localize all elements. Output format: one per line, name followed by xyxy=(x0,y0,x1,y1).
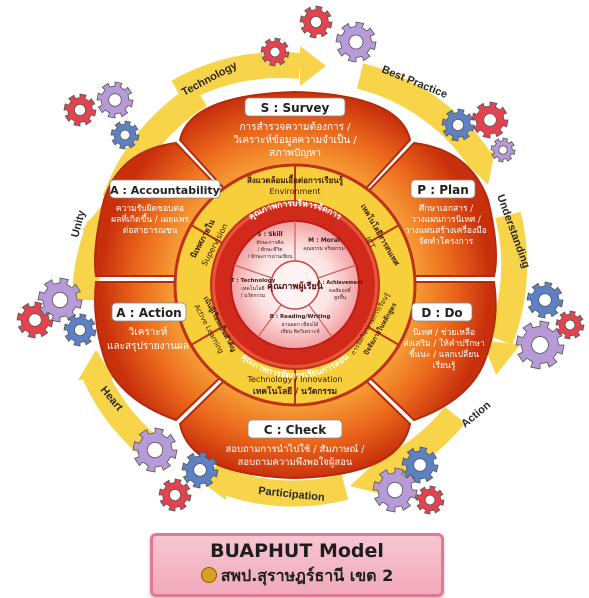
banner-subtitle-row: สพป.สุราษฎร์ธานี เขต 2 xyxy=(153,564,441,589)
ring-technology-th: เทคโนโลยี / นวัตกรรม xyxy=(253,386,337,397)
gear-icon xyxy=(299,5,333,39)
seg-skill-title: S : Skill xyxy=(257,231,282,238)
seg-moral-title: M : Moral xyxy=(308,237,340,244)
gear-icon xyxy=(490,137,516,163)
title-banner: BUAPHUT Model สพป.สุราษฎร์ธานี เขต 2 xyxy=(150,533,444,597)
plan-title-box xyxy=(410,179,476,199)
gear-icon xyxy=(37,277,83,323)
gear-icon xyxy=(260,37,290,67)
seg-technology-line-2: / นวัตกรรม xyxy=(241,293,265,299)
check-line-2: สอบถามความพึงพอใจผู้สอน xyxy=(238,456,353,468)
gear-cluster xyxy=(16,5,585,515)
gear-icon xyxy=(63,313,97,347)
center-label: คุณภาพผู้เรียน xyxy=(267,281,324,292)
gear-icon xyxy=(181,451,219,489)
gear-icon xyxy=(335,21,377,63)
gear-icon xyxy=(515,320,565,370)
ring-environment-en: Environment xyxy=(269,187,320,196)
plan-line-1: ศึกษาเอกสาร / xyxy=(419,204,473,214)
accountability-line-3: ต่อสาธารณชน xyxy=(123,226,178,236)
seg-achievement-title: A : Achievement xyxy=(317,280,364,286)
check-title: C : Check xyxy=(264,423,328,437)
check-title-box xyxy=(247,419,343,439)
seg-technology-title: T : Technology xyxy=(231,278,276,284)
seg-skill-line-2: / ทักษะชีวิต xyxy=(257,246,282,253)
action-line-1: วิเคราะห์ xyxy=(128,326,167,338)
do-line-3: ชี้แนะ / แลกเปลี่ยน xyxy=(409,348,479,360)
plan-line-2: วางแผนการนิเทศ / xyxy=(411,215,481,225)
seg-reading-line-2: เขียน คิดวิเคราะห์ xyxy=(281,328,320,335)
seg-technology-line-1: เทคโนโลยี xyxy=(241,285,264,292)
ring-technology-en: Technology / Innovation xyxy=(247,375,343,384)
action-line-2: และสรุปรายงานผล xyxy=(107,341,189,352)
seg-reading-line-1: อ่านออก เขียนได้ xyxy=(281,321,318,328)
seg-achievement-line-2: สูงขึ้น xyxy=(334,292,347,301)
ring-environment-th: สิ่งแวดล้อมเอื้อต่อการเรียนรู้ xyxy=(247,174,344,186)
survey-title: S : Survey xyxy=(261,101,330,115)
accountability-line-2: ผลที่เกิดขึ้น / เผยแพร่ xyxy=(111,213,189,225)
plan-line-4: จัดทำโครงการ xyxy=(419,236,474,247)
banner-subtitle: สพป.สุราษฎร์ธานี เขต 2 xyxy=(220,566,394,585)
arrow-label-action: Action xyxy=(459,399,493,430)
gear-icon xyxy=(96,81,134,119)
gear-icon xyxy=(401,446,439,484)
do-line-1: นิเทศ / ช่วยเหลือ xyxy=(413,327,475,338)
do-title-box xyxy=(411,302,473,322)
accountability-line-1: ความรับผิดชอบต่อ xyxy=(116,204,184,214)
action-title-box xyxy=(111,302,187,322)
survey-line-1: การสำรวจความต้องการ / xyxy=(239,121,351,133)
survey-line-3: สภาพปัญหา xyxy=(269,148,321,159)
do-line-2: ส่งเสริม / ให้คำปรึกษา xyxy=(403,338,485,349)
survey-title-box xyxy=(244,97,346,117)
inner-circle xyxy=(215,205,375,365)
accountability-title-box xyxy=(109,179,221,199)
gear-icon xyxy=(526,281,564,319)
outer-arrow-ring xyxy=(72,46,528,507)
seg-achievement-line-1: ผลสัมฤทธิ์ xyxy=(329,286,352,294)
seg-moral-line-1: คุณธรรม จริยธรรม xyxy=(303,245,345,252)
plan-line-3: วางแผนสร้างเครื่องมือ xyxy=(405,224,487,236)
gear-icon xyxy=(63,93,97,127)
seg-reading-title: R : Reading/Writing xyxy=(270,314,331,320)
gear-icon xyxy=(555,310,585,340)
action-title: A : Action xyxy=(116,306,181,320)
do-line-4: เรียนรู้ xyxy=(433,360,456,371)
gear-icon xyxy=(132,427,178,473)
check-line-1: สอบถามการนำไปใช้ / สัมภาษณ์ / xyxy=(226,443,366,455)
gear-icon xyxy=(372,467,418,513)
gear-icon xyxy=(441,108,475,142)
seg-skill-line-1: ทักษะการคิด xyxy=(256,239,283,246)
gear-icon xyxy=(471,101,509,139)
banner-title: BUAPHUT Model xyxy=(210,540,384,562)
plan-title: P : Plan xyxy=(417,183,469,197)
survey-line-2: วิเคราะห์ข้อมูลความจำเป็น / xyxy=(233,132,357,146)
seg-skill-line-3: / ทักษะการอ่านเขียน xyxy=(248,253,293,260)
gear-icon xyxy=(110,120,140,150)
gear-icon xyxy=(415,485,445,515)
do-title: D : Do xyxy=(421,306,462,320)
accountability-title: A : Accountability xyxy=(110,184,220,197)
gear-icon xyxy=(158,478,192,512)
seal-icon xyxy=(200,567,217,583)
